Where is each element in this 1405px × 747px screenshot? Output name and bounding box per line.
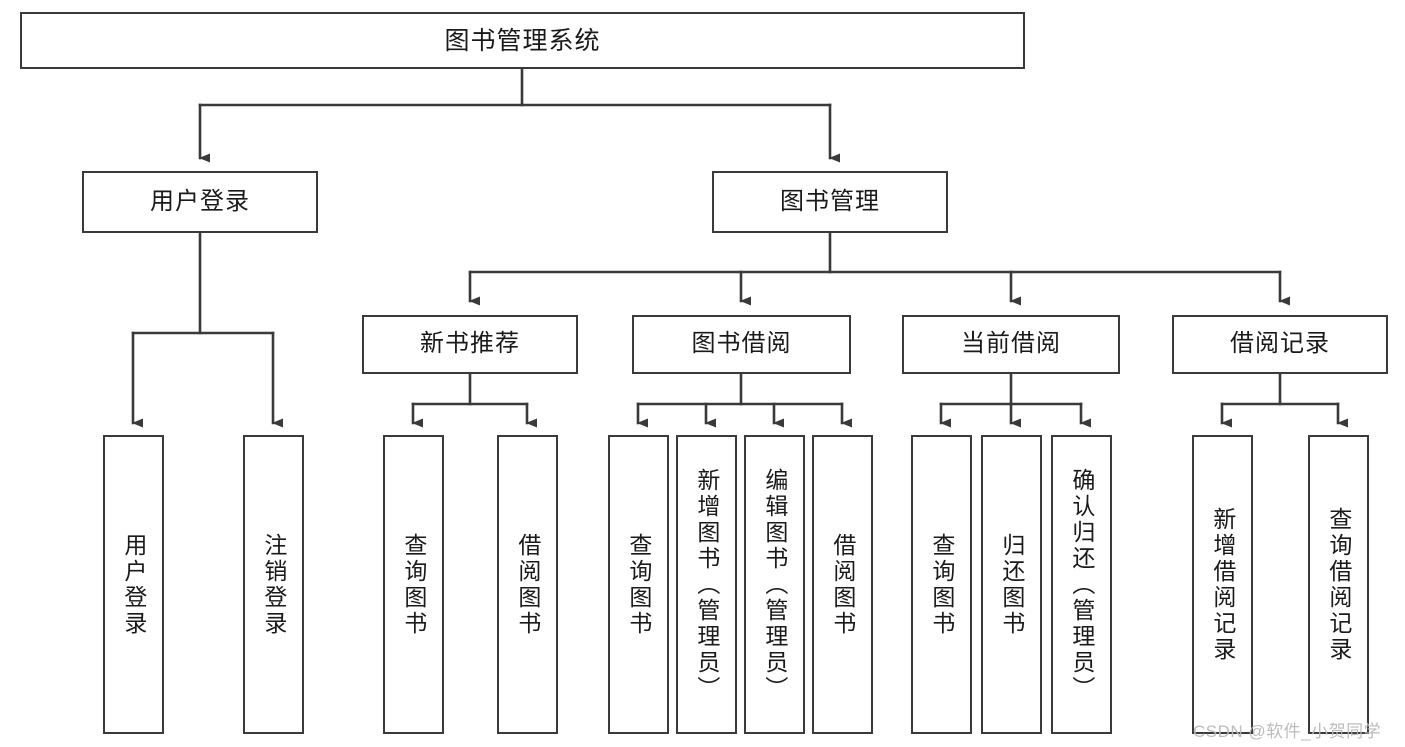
leaf-label: 新增借阅记录 <box>1209 506 1236 663</box>
leaf-label: 编辑图书（管理员） <box>761 467 788 702</box>
leaf-query-borrow-record[interactable]: 查询借阅记录 <box>1308 435 1369 734</box>
leaf-logout-login[interactable]: 注销登录 <box>243 435 304 734</box>
leaf-add-book-admin[interactable]: 新增图书（管理员） <box>676 435 737 734</box>
csdn-watermark: CSDN @软件_小贺同学 <box>1193 722 1382 741</box>
leaf-label: 归还图书 <box>998 532 1025 637</box>
leaf-query-book-recommend[interactable]: 查询图书 <box>383 435 444 734</box>
node-user-login[interactable]: 用户登录 <box>82 171 318 233</box>
leaf-label: 查询借阅记录 <box>1325 506 1352 663</box>
leaf-query-book-borrow[interactable]: 查询图书 <box>608 435 669 734</box>
leaf-label: 查询图书 <box>625 532 652 637</box>
node-book-management[interactable]: 图书管理 <box>712 171 948 233</box>
leaf-label: 借阅图书 <box>514 532 541 637</box>
leaf-user-login[interactable]: 用户登录 <box>103 435 164 734</box>
node-book-borrow[interactable]: 图书借阅 <box>632 315 851 374</box>
leaf-label: 用户登录 <box>120 532 147 637</box>
leaf-return-book[interactable]: 归还图书 <box>981 435 1042 734</box>
leaf-label: 确认归还（管理员） <box>1068 467 1095 702</box>
leaf-label: 借阅图书 <box>829 532 856 637</box>
leaf-edit-book-admin[interactable]: 编辑图书（管理员） <box>744 435 805 734</box>
leaf-label: 注销登录 <box>260 532 287 637</box>
node-borrow-record[interactable]: 借阅记录 <box>1172 315 1388 374</box>
node-new-book-recommend[interactable]: 新书推荐 <box>362 315 578 374</box>
leaf-borrow-book-recommend[interactable]: 借阅图书 <box>497 435 558 734</box>
leaf-add-borrow-record[interactable]: 新增借阅记录 <box>1192 435 1253 734</box>
node-root-system[interactable]: 图书管理系统 <box>20 12 1025 69</box>
leaf-borrow-book-borrow[interactable]: 借阅图书 <box>812 435 873 734</box>
leaf-query-book-current[interactable]: 查询图书 <box>911 435 972 734</box>
leaf-label: 新增图书（管理员） <box>693 467 720 702</box>
leaf-label: 查询图书 <box>928 532 955 637</box>
node-current-borrow[interactable]: 当前借阅 <box>902 315 1120 374</box>
leaf-confirm-return-admin[interactable]: 确认归还（管理员） <box>1051 435 1112 734</box>
leaf-label: 查询图书 <box>400 532 427 637</box>
